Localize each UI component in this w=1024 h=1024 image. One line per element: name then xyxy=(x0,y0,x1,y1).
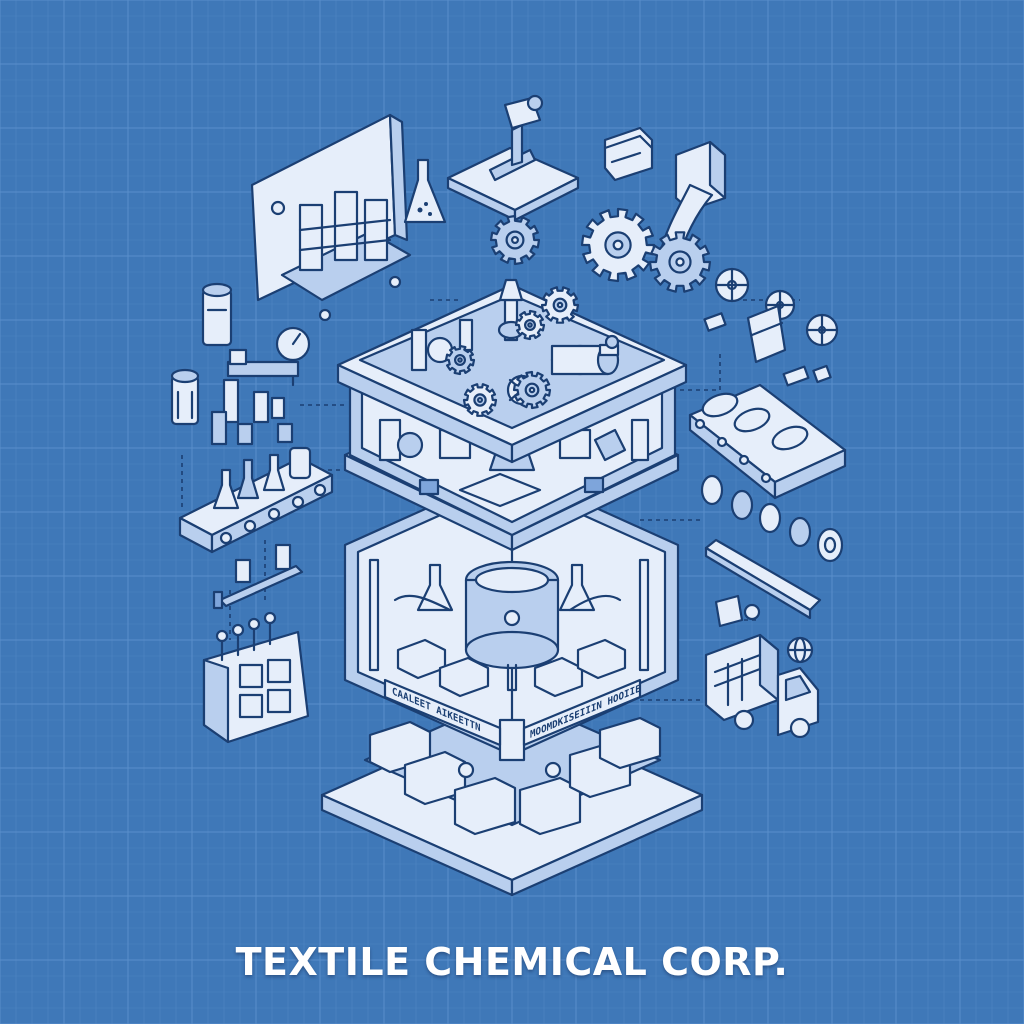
gear-axle xyxy=(556,301,564,309)
pressure-gauge-icon xyxy=(210,326,311,446)
sensor-icon xyxy=(714,594,761,628)
control-box-icon xyxy=(603,126,654,182)
fabric-roll-icon xyxy=(688,364,847,500)
bottle-conveyor-icon xyxy=(178,446,334,554)
spool-row-icon xyxy=(700,474,844,563)
gear-axle xyxy=(675,257,685,267)
microscope-icon xyxy=(446,94,580,222)
flask-icon xyxy=(403,158,447,224)
storage-crates xyxy=(368,716,662,836)
gear-axle xyxy=(511,236,519,244)
top-gear-cluster xyxy=(444,214,580,417)
conveyor-belt-icon xyxy=(704,538,822,620)
gear-axle xyxy=(528,386,536,394)
company-name-title: TEXTILE CHEMICAL CORP. xyxy=(235,940,789,984)
control-panel-icon xyxy=(202,611,310,744)
canister-icon xyxy=(201,282,233,347)
valve-icon xyxy=(170,368,200,426)
gear-axle xyxy=(612,239,624,251)
gear-axle xyxy=(527,322,533,328)
dispenser-icon xyxy=(212,543,304,610)
reaction-chamber: CAALEET AIKEETTN MOOMDKISEIIIN HOOIIE xyxy=(343,468,680,762)
spinning-wheels-icon xyxy=(703,267,839,364)
reactor-tank-icon xyxy=(464,560,560,692)
gear-icon xyxy=(580,207,712,293)
top-floor xyxy=(336,278,688,464)
gear-axle xyxy=(457,357,463,363)
globe-icon xyxy=(786,636,814,664)
delivery-truck-icon xyxy=(704,633,820,739)
loom-machine-icon xyxy=(250,113,412,322)
gear-axle xyxy=(476,396,484,404)
